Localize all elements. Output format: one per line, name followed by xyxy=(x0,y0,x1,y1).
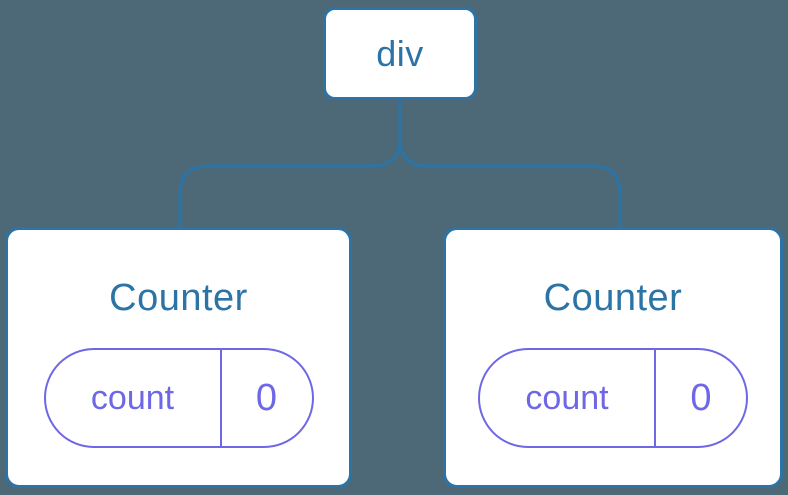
state-name: count xyxy=(46,350,222,446)
state-pill: count 0 xyxy=(43,348,314,448)
tree-node-root: div xyxy=(323,7,477,100)
state-value: 0 xyxy=(690,376,712,419)
tree-node-counter-left: Counter count 0 xyxy=(5,227,352,488)
component-name: Counter xyxy=(109,277,248,319)
root-node-label: div xyxy=(376,32,424,74)
state-value: 0 xyxy=(255,376,278,419)
tree-node-counter-right: Counter count 0 xyxy=(443,227,783,488)
connector-right-branch xyxy=(398,98,622,230)
component-name: Counter xyxy=(543,277,683,319)
state-name: count xyxy=(480,350,656,446)
connector-left-branch xyxy=(178,98,402,230)
state-pill: count 0 xyxy=(478,348,748,448)
